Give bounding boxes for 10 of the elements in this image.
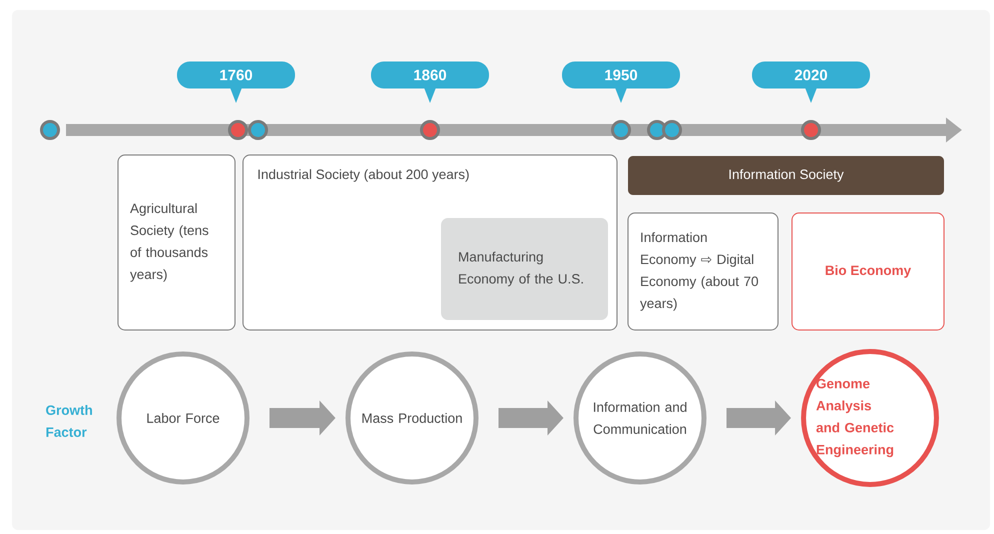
text-box: Information Economy ⇨ Digital Economy (about 70 years) (628, 212, 778, 330)
side-label: Growth Factor (46, 405, 92, 437)
text-box: Agricultural Society (tens of thousands years) (118, 154, 236, 330)
year-callout: 1760 (177, 62, 295, 103)
heading-band: Information Society (628, 156, 944, 195)
year-callout: 1860 (371, 62, 489, 103)
year-callout: 1950 (562, 62, 680, 103)
text-box: Bio Economy (792, 212, 944, 330)
text-box: Manufacturing Economy of the U.S. (441, 218, 608, 320)
year-callout: 2020 (752, 62, 870, 103)
